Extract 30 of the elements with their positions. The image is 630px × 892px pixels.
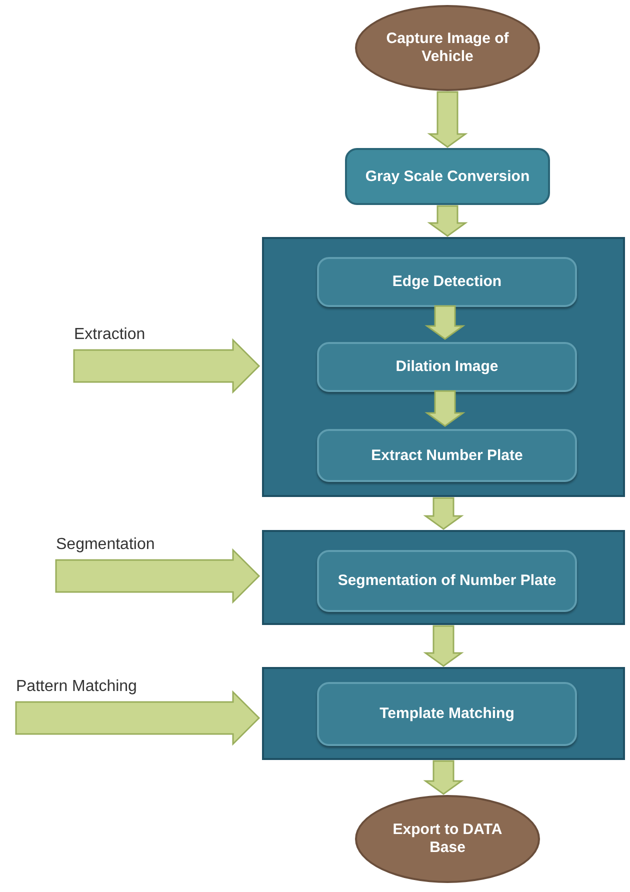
stage-label: Pattern Matching — [16, 676, 216, 698]
process-box — [345, 148, 550, 205]
block-arrow — [73, 338, 260, 394]
process-box — [317, 257, 577, 307]
stage-label: Extraction — [74, 324, 184, 346]
block-arrow — [424, 305, 466, 340]
node-text: Template Matching — [380, 705, 514, 723]
block-arrow — [427, 205, 468, 237]
block-arrow — [427, 91, 468, 148]
block-arrow — [55, 548, 260, 604]
process-box — [317, 429, 577, 482]
stage-panel — [262, 237, 625, 497]
stage-panel — [262, 667, 625, 760]
process-box — [317, 342, 577, 392]
block-arrow — [424, 390, 466, 427]
block-arrow — [423, 497, 464, 530]
node-text: Dilation Image — [396, 358, 498, 376]
block-arrow — [15, 690, 260, 746]
block-arrow — [423, 625, 464, 667]
node-text: Export to DATA Base — [392, 821, 504, 857]
stage-label: Segmentation — [56, 534, 216, 556]
stage-panel — [262, 530, 625, 625]
process-box — [317, 682, 577, 746]
node-text: Segmentation of Number Plate — [338, 572, 556, 590]
node-text: Extract Number Plate — [371, 446, 523, 464]
node-text: Capture Image of Vehicle — [385, 30, 510, 66]
node-text: Edge Detection — [392, 273, 502, 291]
process-box — [317, 550, 577, 612]
block-arrow — [423, 760, 464, 795]
node-text: Gray Scale Conversion — [365, 168, 530, 186]
